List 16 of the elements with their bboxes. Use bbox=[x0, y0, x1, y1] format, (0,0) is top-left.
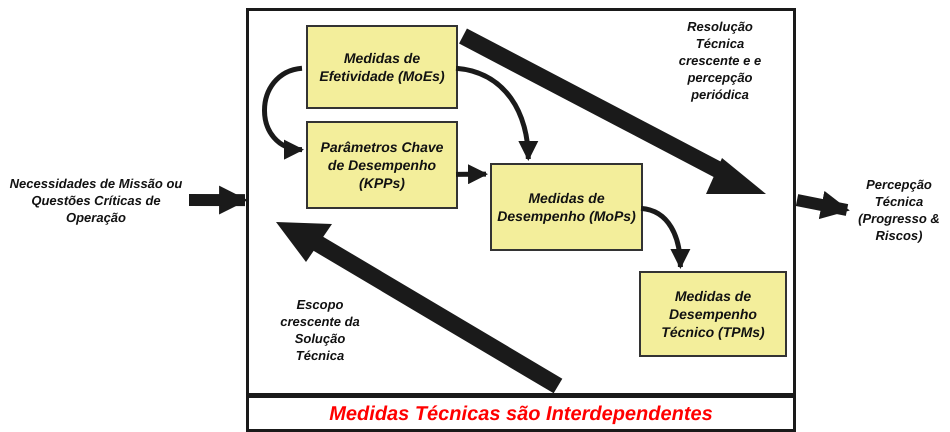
frame-box bbox=[246, 8, 796, 432]
arrow bbox=[456, 66, 538, 161]
arrow bbox=[262, 66, 304, 158]
arrow bbox=[796, 190, 850, 220]
output-text: Percepção Técnica (Progresso & Riscos) bbox=[848, 172, 950, 248]
note-text: Resolução Técnica crescente e e percepção periódica bbox=[678, 18, 762, 103]
arrow bbox=[456, 164, 488, 184]
input-text: Necessidades de Missão ou Questões Críticas de Operação bbox=[4, 170, 188, 230]
note-text: Escopo crescente da Solução Técnica bbox=[279, 296, 361, 364]
process-box: Medidas de Desempenho (MoPs) bbox=[490, 163, 643, 251]
process-box: Medidas de Desempenho Técnico (TPMs) bbox=[639, 271, 787, 357]
arrow bbox=[189, 186, 248, 214]
arrow bbox=[640, 206, 690, 269]
process-box: Parâmetros Chave de Desempenho (KPPs) bbox=[306, 121, 458, 209]
title-text: Medidas Técnicas são Interdependentes bbox=[329, 402, 713, 426]
process-box: Medidas de Efetividade (MoEs) bbox=[306, 25, 458, 109]
